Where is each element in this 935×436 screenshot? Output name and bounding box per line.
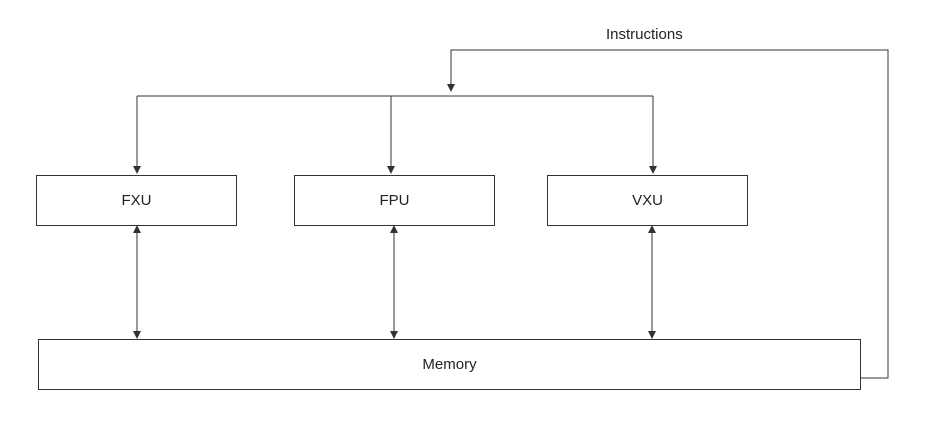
vxu-memory-arrow-up xyxy=(648,225,656,233)
vxu-memory-arrow-down xyxy=(648,331,656,339)
memory-box: Memory xyxy=(38,339,861,390)
bus-to-fxu-arrowhead xyxy=(133,166,141,174)
bus-to-fpu-arrowhead xyxy=(387,166,395,174)
vxu-box: VXU xyxy=(547,175,748,226)
memory-label: Memory xyxy=(422,356,477,373)
fxu-memory-arrow-down xyxy=(133,331,141,339)
fxu-box: FXU xyxy=(36,175,237,226)
fpu-memory-arrow-down xyxy=(390,331,398,339)
bus-to-vxu-arrowhead xyxy=(649,166,657,174)
fxu-label: FXU xyxy=(121,192,152,209)
instructions-arrowhead xyxy=(447,84,455,92)
vxu-label: VXU xyxy=(632,192,663,209)
instructions-label: Instructions xyxy=(606,26,683,43)
fpu-memory-arrow-up xyxy=(390,225,398,233)
fxu-memory-arrow-up xyxy=(133,225,141,233)
fpu-label: FPU xyxy=(379,192,410,209)
fpu-box: FPU xyxy=(294,175,495,226)
instructions-feedback-line xyxy=(450,49,889,379)
